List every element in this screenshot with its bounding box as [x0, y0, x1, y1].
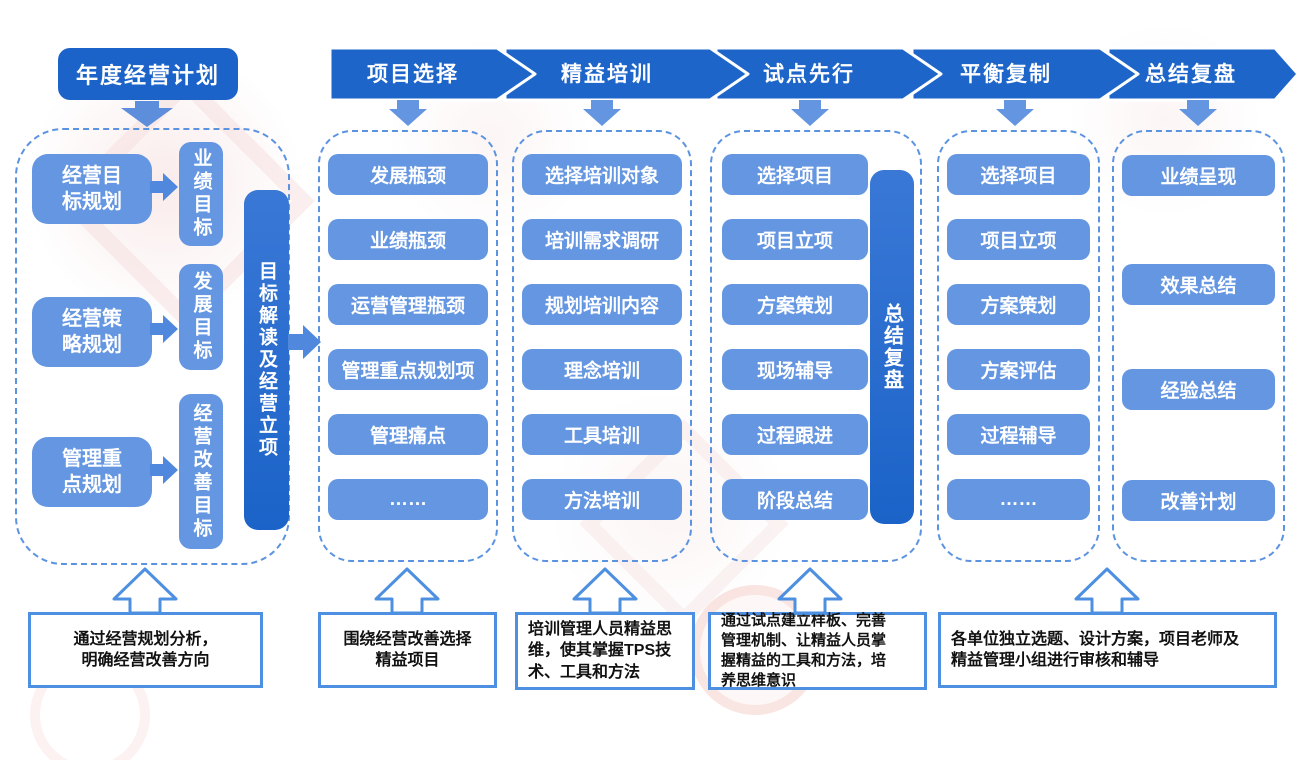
planning-target-node: 业绩目标 — [179, 142, 223, 246]
arrow-up-icon — [374, 567, 440, 615]
note-box-project-selection: 围绕经营改善选择 精益项目 — [318, 612, 497, 688]
phase-chevron-bar: 总结复盘 平衡复制 试点先行 精益培训 项目选择 — [328, 46, 1300, 102]
phase-chevron-4: 平衡复制 — [910, 46, 1140, 102]
summary-review-bar: 总结复盘 — [870, 170, 914, 524]
planning-target-label: 发展目标 — [190, 271, 212, 363]
planning-panel: 经营目标规划 业绩目标 经营策略规划 发展目标 管理重点规划 经营改善目标 目标… — [15, 128, 290, 565]
arrow-up-icon — [777, 567, 843, 615]
note-box-planning: 通过经营规划分析， 明确经营改善方向 — [28, 612, 263, 688]
arrow-up-icon — [112, 567, 178, 615]
annual-plan-node: 年度经营计划 — [58, 48, 238, 100]
arrow-right-icon — [288, 325, 321, 359]
column-project-selection: 发展瓶颈 业绩瓶颈 运营管理瓶颈 管理重点规划项 管理痛点 …… — [318, 130, 498, 562]
process-node: 工具培训 — [522, 414, 682, 455]
process-node: 规划培训内容 — [522, 284, 682, 325]
process-node: 项目立项 — [947, 219, 1090, 260]
phase-chevron-5: 总结复盘 — [1106, 46, 1300, 102]
process-node: 发展瓶颈 — [328, 154, 488, 195]
phase-label: 精益培训 — [561, 62, 653, 86]
process-node: 管理重点规划项 — [328, 349, 488, 390]
process-node: 方案评估 — [947, 349, 1090, 390]
planning-source-node: 经营目标规划 — [32, 154, 152, 224]
column-summary-review: 业绩呈现 效果总结 经验总结 改善计划 — [1112, 130, 1285, 562]
goal-breakdown-bar: 目标解读及经营立项 — [244, 190, 289, 530]
note-text: 通过试点建立样板、完善 管理机制、让精益人员掌 握精益的工具和方法，培 养思维意… — [721, 612, 887, 689]
phase-chevron-1: 项目选择 — [328, 46, 537, 102]
process-node: 培训需求调研 — [522, 219, 682, 260]
process-node: 运营管理瓶颈 — [328, 284, 488, 325]
process-node: 项目立项 — [722, 219, 868, 260]
phase-label: 试点先行 — [763, 62, 855, 86]
phase-label: 项目选择 — [367, 63, 459, 86]
process-node: 方案策划 — [947, 284, 1090, 325]
planning-source-label: 管理重点规划 — [62, 448, 122, 496]
process-node: 业绩瓶颈 — [328, 219, 488, 260]
note-box-replication: 各单位独立选题、设计方案，项目老师及 精益管理小组进行审核和辅导 — [938, 612, 1277, 688]
note-box-pilot-first: 通过试点建立样板、完善 管理机制、让精益人员掌 握精益的工具和方法，培 养思维意… — [708, 612, 927, 690]
planning-source-label: 经营策略规划 — [62, 308, 122, 356]
process-node: 选择项目 — [947, 154, 1090, 195]
process-node: …… — [328, 479, 488, 520]
note-text: 培训管理人员精益思 维，使其掌握TPS技 术、工具和方法 — [528, 621, 673, 681]
process-node: 理念培训 — [522, 349, 682, 390]
process-node: 业绩呈现 — [1122, 155, 1275, 196]
process-node: 经验总结 — [1122, 369, 1275, 410]
process-node: 方法培训 — [522, 479, 682, 520]
column-balance-replicate: 选择项目 项目立项 方案策划 方案评估 过程辅导 …… — [937, 130, 1100, 562]
phase-label: 平衡复制 — [960, 62, 1052, 86]
summary-review-label: 总结复盘 — [880, 303, 903, 391]
arrow-up-icon — [1074, 567, 1140, 615]
process-node: 现场辅导 — [722, 349, 868, 390]
planning-target-label: 经营改善目标 — [190, 402, 212, 541]
column-pilot-first: 选择项目 项目立项 方案策划 现场辅导 过程跟进 阶段总结 总结复盘 — [710, 130, 922, 562]
note-text: 围绕经营改善选择 精益项目 — [343, 630, 472, 669]
note-box-lean-training: 培训管理人员精益思 维，使其掌握TPS技 术、工具和方法 — [515, 612, 695, 690]
planning-source-label: 经营目标规划 — [62, 165, 122, 213]
planning-source-node: 管理重点规划 — [32, 437, 152, 507]
process-node: 方案策划 — [722, 284, 868, 325]
note-text: 各单位独立选题、设计方案，项目老师及 精益管理小组进行审核和辅导 — [951, 630, 1240, 669]
planning-target-label: 业绩目标 — [190, 148, 212, 240]
arrow-up-icon — [572, 567, 638, 615]
planning-source-node: 经营策略规划 — [32, 297, 152, 367]
note-text: 通过经营规划分析， 明确经营改善方向 — [73, 630, 218, 669]
phase-label: 总结复盘 — [1145, 62, 1237, 86]
process-node: 效果总结 — [1122, 264, 1275, 305]
process-node: 管理痛点 — [328, 414, 488, 455]
process-node: 选择培训对象 — [522, 154, 682, 195]
phase-chevron-2: 精益培训 — [503, 46, 750, 102]
process-node: 阶段总结 — [722, 479, 868, 520]
process-node: 选择项目 — [722, 154, 868, 195]
goal-breakdown-label: 目标解读及经营立项 — [256, 261, 277, 459]
phase-chevron-3: 试点先行 — [714, 46, 943, 102]
process-node: …… — [947, 479, 1090, 520]
process-node: 过程辅导 — [947, 414, 1090, 455]
process-node: 改善计划 — [1122, 480, 1275, 521]
planning-target-node: 发展目标 — [179, 264, 223, 370]
process-node: 过程跟进 — [722, 414, 868, 455]
column-lean-training: 选择培训对象 培训需求调研 规划培训内容 理念培训 工具培训 方法培训 — [512, 130, 692, 562]
planning-target-node: 经营改善目标 — [179, 394, 223, 549]
arrow-down-icon — [121, 101, 173, 127]
